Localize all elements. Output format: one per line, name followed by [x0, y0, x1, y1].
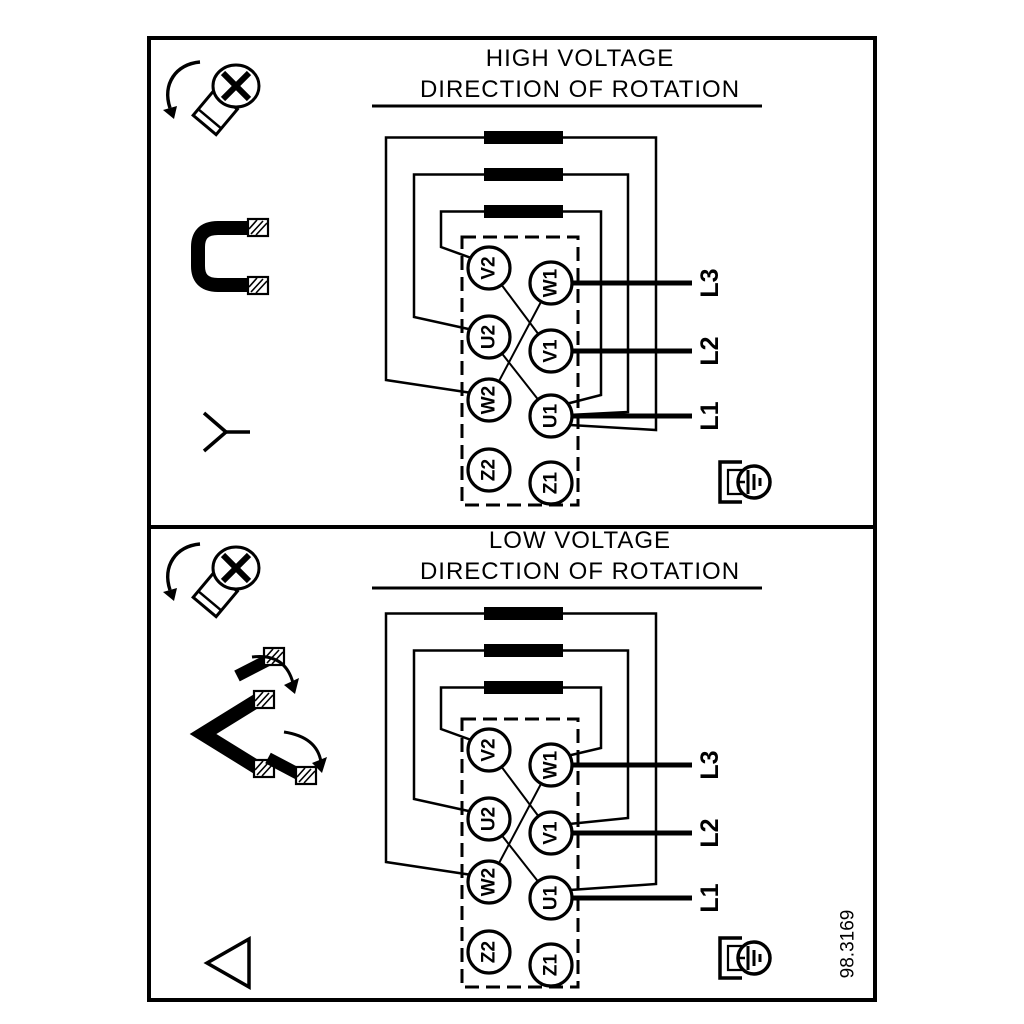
terminal-z1: [528, 942, 574, 988]
terminal-label-u2: U2: [479, 807, 500, 831]
wire-bar3-left: [439, 210, 484, 261]
jumper-bar: [484, 607, 563, 620]
terminal-z2: [466, 447, 512, 493]
terminal-z2: [466, 929, 512, 975]
delta-jumper-icon: [189, 646, 327, 786]
terminal-label-v2: V2: [479, 256, 500, 279]
terminal-label-z1: Z1: [541, 471, 562, 494]
terminal-v2: [466, 727, 512, 773]
move-arrowhead-lower: [312, 757, 327, 773]
terminal-label-z2: Z2: [479, 459, 500, 481]
terminal-label-u1: U1: [541, 885, 562, 910]
wire-bar1-left: [384, 136, 484, 395]
delta-symbol: [203, 935, 251, 991]
outer-frame: [147, 36, 877, 1002]
terminal-v1: [528, 810, 574, 856]
move-arrowhead-upper: [284, 678, 299, 694]
ground-screw-icon: [718, 936, 772, 980]
wire-bar3-right: [563, 210, 603, 406]
panel-subtitle: DIRECTION OF ROTATION: [420, 76, 740, 103]
label-l3: L3: [696, 750, 724, 779]
label-l3: L3: [696, 268, 724, 297]
move-arrow-lower: [283, 730, 323, 763]
terminal-w1: [528, 742, 574, 788]
terminal-label-u2: U2: [479, 325, 500, 349]
supply-lines: [572, 762, 692, 901]
terminal-u1: [528, 393, 574, 439]
panel-title: HIGH VOLTAGE: [486, 45, 674, 72]
terminal-label-w1: W1: [541, 268, 562, 297]
terminal-v1: [528, 328, 574, 374]
terminal-label-z2: Z2: [479, 941, 500, 963]
terminal-label-w2: W2: [479, 868, 500, 897]
jumper-link-icon: [191, 217, 270, 296]
ground-screw-icon: [718, 460, 772, 504]
terminal-u1: [528, 875, 574, 921]
terminal-block: [460, 717, 580, 989]
label-l2: L2: [696, 818, 724, 847]
terminal-label-w2: W2: [479, 386, 500, 415]
terminals: V2 U2 W2 Z2 W1 V1 U1 Z1: [466, 245, 574, 506]
jumper-bar: [484, 131, 563, 144]
panel-subtitle: DIRECTION OF ROTATION: [420, 558, 740, 585]
jumper-wires: [384, 612, 658, 892]
star-symbol: [202, 411, 250, 453]
jumper-bar: [484, 644, 563, 657]
wire-bar3-right: [563, 686, 603, 758]
terminal-u2: [466, 314, 512, 360]
wire-bar2-left: [412, 173, 484, 332]
screw-rotation-icon: [163, 544, 259, 617]
terminal-w2: [466, 859, 512, 905]
move-arrow-upper: [251, 655, 295, 684]
wire-bar1-right: [563, 612, 658, 892]
wire-bar3-left: [439, 686, 484, 743]
jumper-bar: [484, 168, 563, 181]
label-l2: L2: [696, 336, 724, 365]
drawing-number: 98.3169: [838, 910, 859, 979]
jumper-bar: [484, 681, 563, 694]
wire-bar2-left: [412, 649, 484, 814]
panel-high-voltage: HIGH VOLTAGE DIRECTION OF ROTATION: [163, 45, 772, 507]
terminals: V2 U2 W2 Z2 W1 V1 U1 Z1: [466, 727, 574, 988]
label-l1: L1: [696, 401, 724, 430]
screw-rotation-icon: [163, 62, 259, 135]
jumper-bar: [484, 205, 563, 218]
terminal-v2: [466, 245, 512, 291]
terminal-u2: [466, 796, 512, 842]
label-l1: L1: [696, 883, 724, 912]
terminal-block: [460, 235, 580, 507]
wire-bar2-right: [563, 649, 630, 826]
terminal-label-z1: Z1: [541, 953, 562, 976]
terminal-w1: [528, 260, 574, 306]
terminal-z1: [528, 460, 574, 506]
terminal-w2: [466, 377, 512, 423]
panel-title: LOW VOLTAGE: [489, 527, 671, 554]
panel-low-voltage: LOW VOLTAGE DIRECTION OF ROTATION: [163, 527, 859, 991]
terminal-label-v2: V2: [479, 738, 500, 761]
terminal-label-w1: W1: [541, 750, 562, 779]
terminal-label-v1: V1: [541, 339, 562, 363]
terminal-label-u1: U1: [541, 403, 562, 428]
terminal-label-v1: V1: [541, 821, 562, 845]
wire-bar1-left: [384, 612, 484, 877]
supply-lines: [572, 280, 692, 419]
